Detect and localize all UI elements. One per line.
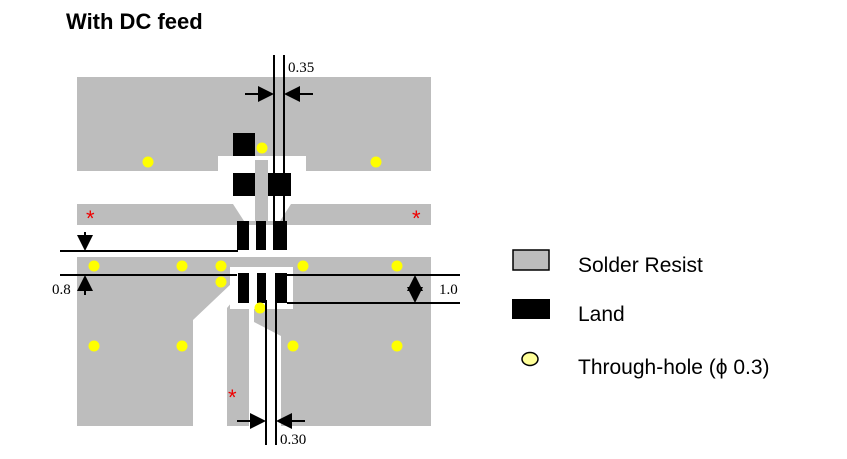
legend-swatch-solder-resist [512, 249, 550, 271]
dimension-label-bottom: 0.30 [280, 432, 306, 448]
asterisk-marker-left: * [86, 206, 95, 231]
dimension-label-right: 1.0 [439, 282, 458, 298]
legend-label-land: Land [578, 303, 625, 326]
legend-swatch-through-hole [521, 351, 539, 367]
diagram-title: With DC feed [66, 9, 203, 34]
dimension-label-left: 0.8 [52, 282, 71, 298]
asterisk-marker-right: * [412, 206, 421, 231]
legend-swatch-land [512, 299, 550, 319]
dimension-label-top: 0.35 [288, 60, 314, 76]
legend-label-solder-resist: Solder Resist [578, 254, 703, 277]
asterisk-marker-bottom: * [228, 385, 237, 410]
legend: Solder Resist Land Through-hole (ϕ 0.3) [512, 249, 770, 379]
legend-label-through-hole: Through-hole (ϕ 0.3) [578, 356, 770, 379]
bottom-solder-resist [77, 257, 431, 426]
dimension-lines [60, 55, 460, 445]
through-holes [88, 142, 403, 352]
top-solder-resist [77, 77, 431, 225]
